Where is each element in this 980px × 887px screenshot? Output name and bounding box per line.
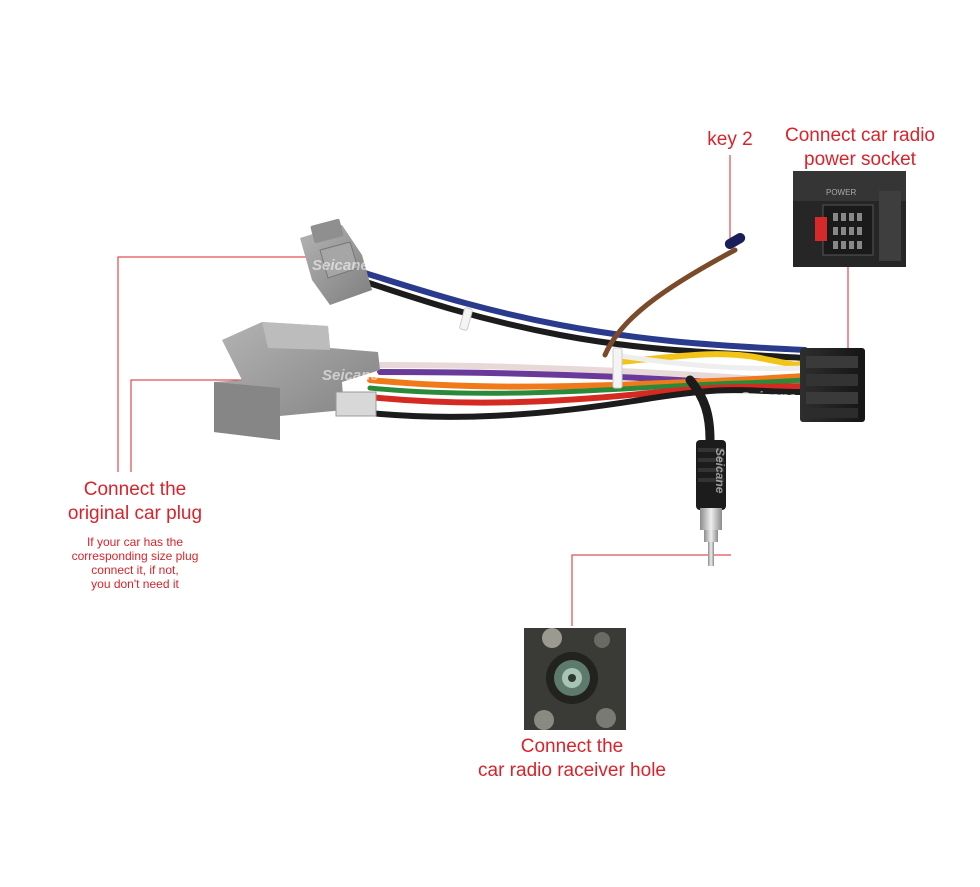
original-plug-note-line3: connect it, if not, <box>91 563 179 577</box>
original-plug-note-line1: If your car has the <box>86 535 184 549</box>
leader-lines <box>117 155 849 626</box>
black-radio-connector <box>800 348 865 422</box>
watermark: Seicane <box>312 257 369 274</box>
key2-label-text: key 2 <box>707 129 753 150</box>
key2-wire-tip <box>724 232 746 249</box>
wire-yellow <box>617 351 808 368</box>
receiver-hole-label-line2: car radio raceiver hole <box>478 760 666 781</box>
wire-green <box>367 377 808 396</box>
original-plug-note-line2: corresponding size plug <box>71 549 199 563</box>
receiver-hole-photo <box>524 628 626 730</box>
original-plug-note-line4: you don't need it <box>91 577 179 591</box>
cable-tie-2 <box>612 347 623 389</box>
power-socket-label-line1: Connect car radio <box>785 125 935 146</box>
original-plug-label-line2: original car plug <box>67 503 203 524</box>
large-grey-connector <box>214 322 380 440</box>
power-socket-photo: POWER <box>793 171 906 267</box>
power-socket-label: Connect car radio power socket <box>762 124 958 172</box>
wire-bundle <box>352 247 808 445</box>
watermark: Seicane <box>322 367 379 384</box>
watermark: Seicane <box>713 448 727 494</box>
leader-line-original-plug-upper <box>117 256 320 472</box>
wire-white-upper <box>617 353 808 371</box>
power-socket-label-line2: power socket <box>804 149 916 170</box>
watermark: Seicane <box>740 389 797 406</box>
cable-ties <box>459 307 623 389</box>
receiver-hole-label: Connect the car radio raceiver hole <box>462 735 682 783</box>
original-plug-note: If your car has the corresponding size p… <box>50 535 220 591</box>
original-plug-label: Connect the original car plug <box>50 478 220 526</box>
watermarks: Seicane Seicane Seicane Seicane <box>312 257 797 494</box>
wire-brown-key2 <box>602 247 738 358</box>
wire-antenna <box>685 375 715 445</box>
power-photo-label: POWER <box>826 188 856 197</box>
wire-red <box>357 383 808 406</box>
leader-line-original-plug-lower <box>130 379 242 472</box>
cable-tie-1 <box>459 307 473 331</box>
leader-line-receiver-hole <box>571 554 731 626</box>
key2-label: key 2 <box>700 128 760 152</box>
original-plug-label-line1: Connect the <box>83 479 187 500</box>
wire-black-lower <box>357 387 808 420</box>
receiver-hole-label-line1: Connect the <box>520 736 624 757</box>
small-grey-connector <box>300 218 372 305</box>
wire-blue <box>352 267 808 353</box>
antenna-adapter <box>696 440 726 566</box>
